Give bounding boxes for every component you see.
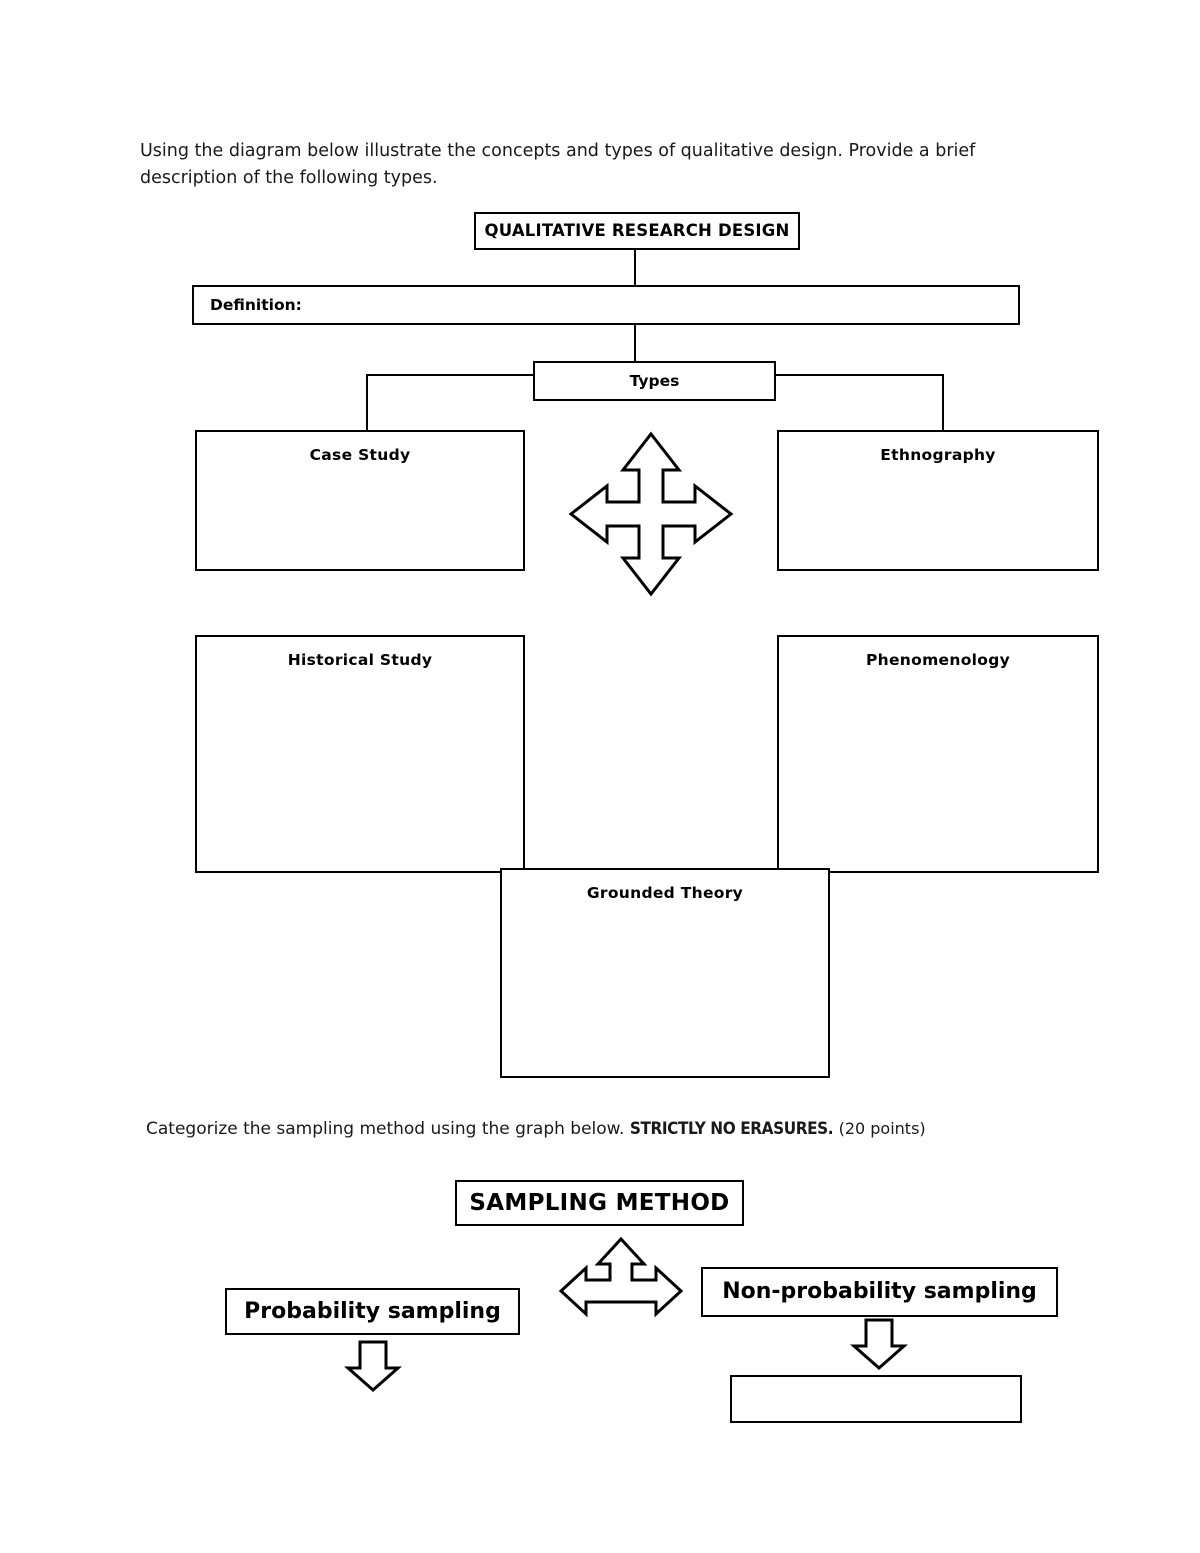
qualitative-research-design-title: QUALITATIVE RESEARCH DESIGN — [484, 221, 790, 240]
section2-lead-text: Categorize the sampling method using the… — [146, 1119, 625, 1139]
probability-sampling-box: Probability sampling — [225, 1288, 520, 1335]
sampling-method-title: SAMPLING METHOD — [469, 1190, 730, 1216]
probability-sampling-label: Probability sampling — [244, 1299, 501, 1324]
definition-label: Definition: — [210, 296, 302, 314]
connector-title-to-definition — [634, 250, 636, 286]
phenomenology-label: Phenomenology — [866, 651, 1010, 669]
qualitative-research-design-title-box: QUALITATIVE RESEARCH DESIGN — [474, 212, 800, 250]
grounded-theory-label: Grounded Theory — [586, 884, 744, 902]
case-study-box[interactable]: Case Study — [195, 430, 525, 571]
down-arrow-icon-2 — [850, 1318, 908, 1370]
connector-types-left-vertical — [366, 374, 368, 432]
ethnography-box[interactable]: Ethnography — [777, 430, 1099, 571]
historical-study-label: Historical Study — [287, 651, 433, 669]
four-way-arrow-icon — [568, 431, 734, 597]
four-way-arrow-graphic — [548, 406, 754, 626]
non-probability-sampling-box: Non-probability sampling — [701, 1267, 1058, 1317]
down-arrow-nonprobability-graphic — [844, 1318, 914, 1370]
definition-box[interactable]: Definition: — [192, 285, 1020, 325]
down-arrow-probability-graphic — [338, 1340, 408, 1392]
case-study-label: Case Study — [309, 446, 411, 464]
connector-types-right-horizontal — [774, 374, 944, 376]
section2-emphasis-text: STRICTLY NO ERASURES. — [629, 1119, 834, 1139]
intro-paragraph: Using the diagram below illustrate the c… — [140, 141, 976, 188]
connector-types-right-vertical — [942, 374, 944, 432]
three-way-arrow-graphic — [558, 1236, 684, 1328]
section2-points-text: (20 points) — [838, 1119, 926, 1138]
grounded-theory-box[interactable]: Grounded Theory — [500, 868, 830, 1078]
types-box: Types — [533, 361, 776, 401]
ethnography-label: Ethnography — [880, 446, 996, 464]
non-probability-answer-box[interactable] — [730, 1375, 1022, 1423]
historical-study-box[interactable]: Historical Study — [195, 635, 525, 873]
connector-types-left-horizontal — [366, 374, 538, 376]
three-way-arrow-icon — [558, 1236, 684, 1318]
connector-definition-to-types — [634, 325, 636, 362]
sampling-method-title-box: SAMPLING METHOD — [455, 1180, 744, 1226]
non-probability-sampling-label: Non-probability sampling — [722, 1279, 1037, 1304]
types-label: Types — [629, 372, 680, 390]
phenomenology-box[interactable]: Phenomenology — [777, 635, 1099, 873]
section2-instruction: Categorize the sampling method using the… — [146, 1117, 1046, 1141]
down-arrow-icon — [344, 1340, 402, 1392]
